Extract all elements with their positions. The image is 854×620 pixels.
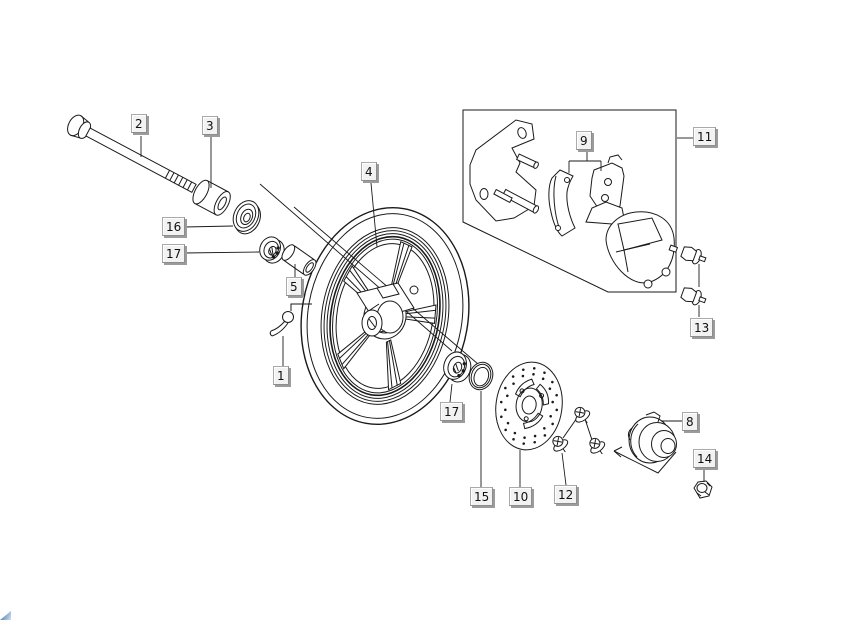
callout-4[interactable]: 4 (361, 162, 377, 181)
callout-17-left[interactable]: 17 (162, 244, 186, 263)
tyre-valve-drawing (270, 304, 312, 336)
callout-16[interactable]: 16 (162, 217, 186, 236)
axle-bolt-drawing (64, 112, 199, 198)
wheel-hub-drawing (357, 283, 418, 336)
callout-15[interactable]: 15 (470, 487, 494, 506)
wheel-bearing-left-drawing (256, 233, 289, 266)
caliper-kit-boundary-box (463, 110, 676, 292)
callout-10[interactable]: 10 (509, 487, 533, 506)
callout-13[interactable]: 13 (690, 318, 714, 337)
disc-screws-drawing (548, 404, 608, 459)
callout-leader-lines (141, 136, 704, 487)
corner-watermark (0, 611, 11, 620)
oil-seal-drawing (465, 359, 496, 393)
brake-caliper-drawing (586, 202, 677, 288)
callout-17-right[interactable]: 17 (440, 402, 464, 421)
callout-11[interactable]: 11 (693, 127, 717, 146)
callout-3[interactable]: 3 (202, 116, 218, 135)
caliper-bracket-drawing (470, 120, 540, 221)
dust-seal-drawing (228, 196, 266, 238)
axle-bushing-drawing (190, 178, 234, 218)
hub-spacer-drawing (280, 243, 319, 278)
callout-14[interactable]: 14 (693, 449, 717, 468)
brake-disc-drawing (490, 358, 568, 454)
callout-5[interactable]: 5 (286, 277, 302, 296)
speedo-drive-hub-drawing (628, 412, 676, 463)
caliper-bolts-drawing (680, 245, 708, 308)
callout-2[interactable]: 2 (131, 114, 147, 133)
brake-pads-drawing (549, 155, 624, 236)
axle-nut-drawing (694, 481, 712, 498)
callout-12[interactable]: 12 (554, 485, 578, 504)
wheel-bearing-right-drawing (440, 349, 475, 385)
callout-8[interactable]: 8 (682, 412, 698, 431)
callout-9[interactable]: 9 (576, 131, 592, 150)
mounting-direction-arrow (614, 447, 676, 473)
callout-1[interactable]: 1 (273, 366, 289, 385)
disc-drill-holes (499, 367, 559, 445)
